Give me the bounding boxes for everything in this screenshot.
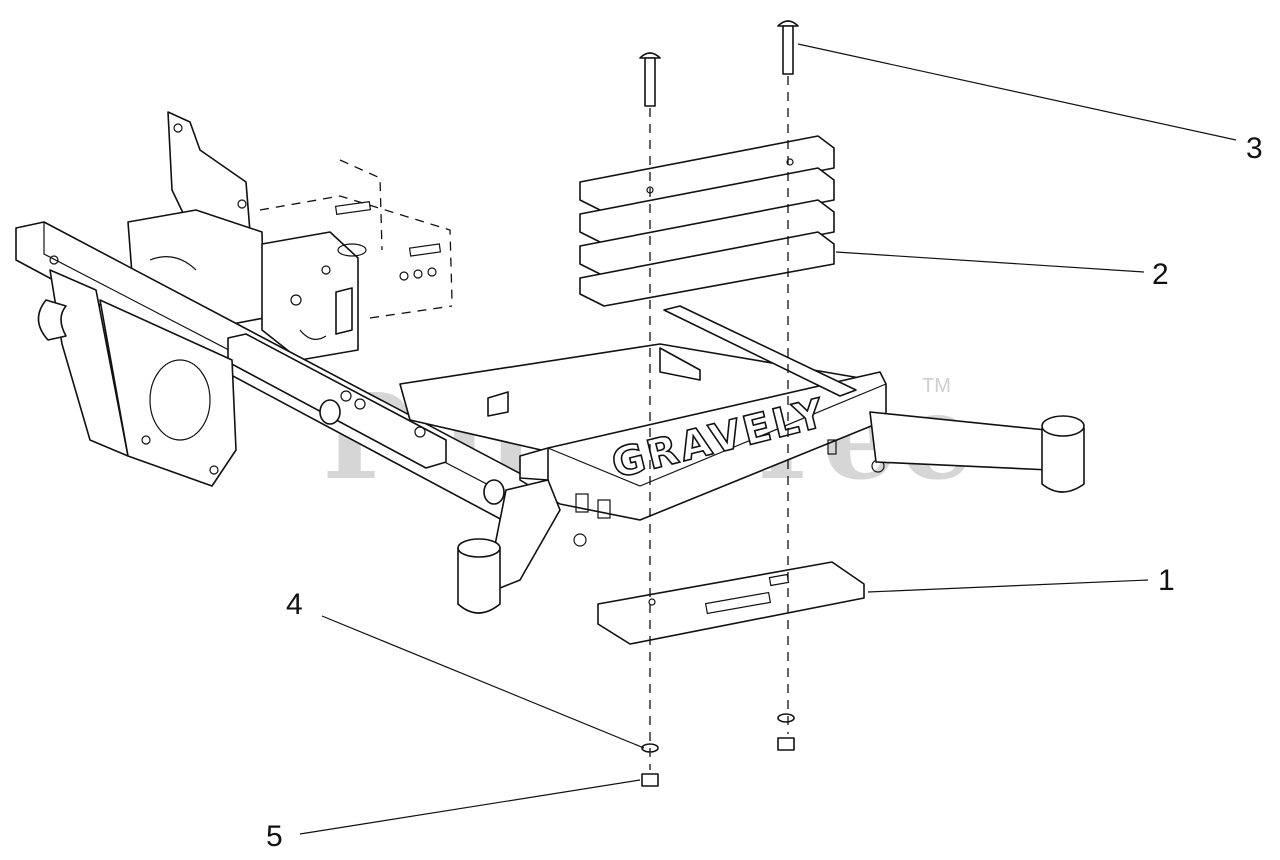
mower-frame-assembly: GRAVELY bbox=[15, 111, 1085, 614]
control-bracket bbox=[261, 231, 359, 361]
callout-3[interactable]: 3 bbox=[797, 43, 1263, 165]
right-caster-arm bbox=[869, 411, 1085, 493]
callout-5-label: 5 bbox=[266, 820, 283, 853]
callout-4-label: 4 bbox=[286, 588, 303, 621]
callout-2-label: 2 bbox=[1152, 258, 1169, 291]
callout-2[interactable]: 2 bbox=[835, 251, 1169, 291]
callout-3-label: 3 bbox=[1246, 132, 1263, 165]
background-panel-outline bbox=[259, 159, 453, 319]
part-4-washers bbox=[641, 713, 795, 753]
rear-gusset bbox=[37, 269, 237, 487]
callout-1-label: 1 bbox=[1158, 564, 1175, 597]
part-3-carriage-bolts bbox=[639, 20, 799, 107]
assembly-axes bbox=[649, 76, 789, 770]
callout-4[interactable]: 4 bbox=[286, 588, 645, 749]
part-2-spacer-plates bbox=[579, 135, 835, 307]
watermark-trademark: TM bbox=[922, 375, 951, 397]
main-frame-body bbox=[399, 305, 887, 547]
part-1-bumper-pad bbox=[597, 561, 865, 645]
left-caster-arm bbox=[457, 479, 561, 614]
callout-5[interactable]: 5 bbox=[266, 779, 641, 853]
part-5-nuts bbox=[641, 737, 795, 787]
callout-1[interactable]: 1 bbox=[867, 564, 1175, 597]
